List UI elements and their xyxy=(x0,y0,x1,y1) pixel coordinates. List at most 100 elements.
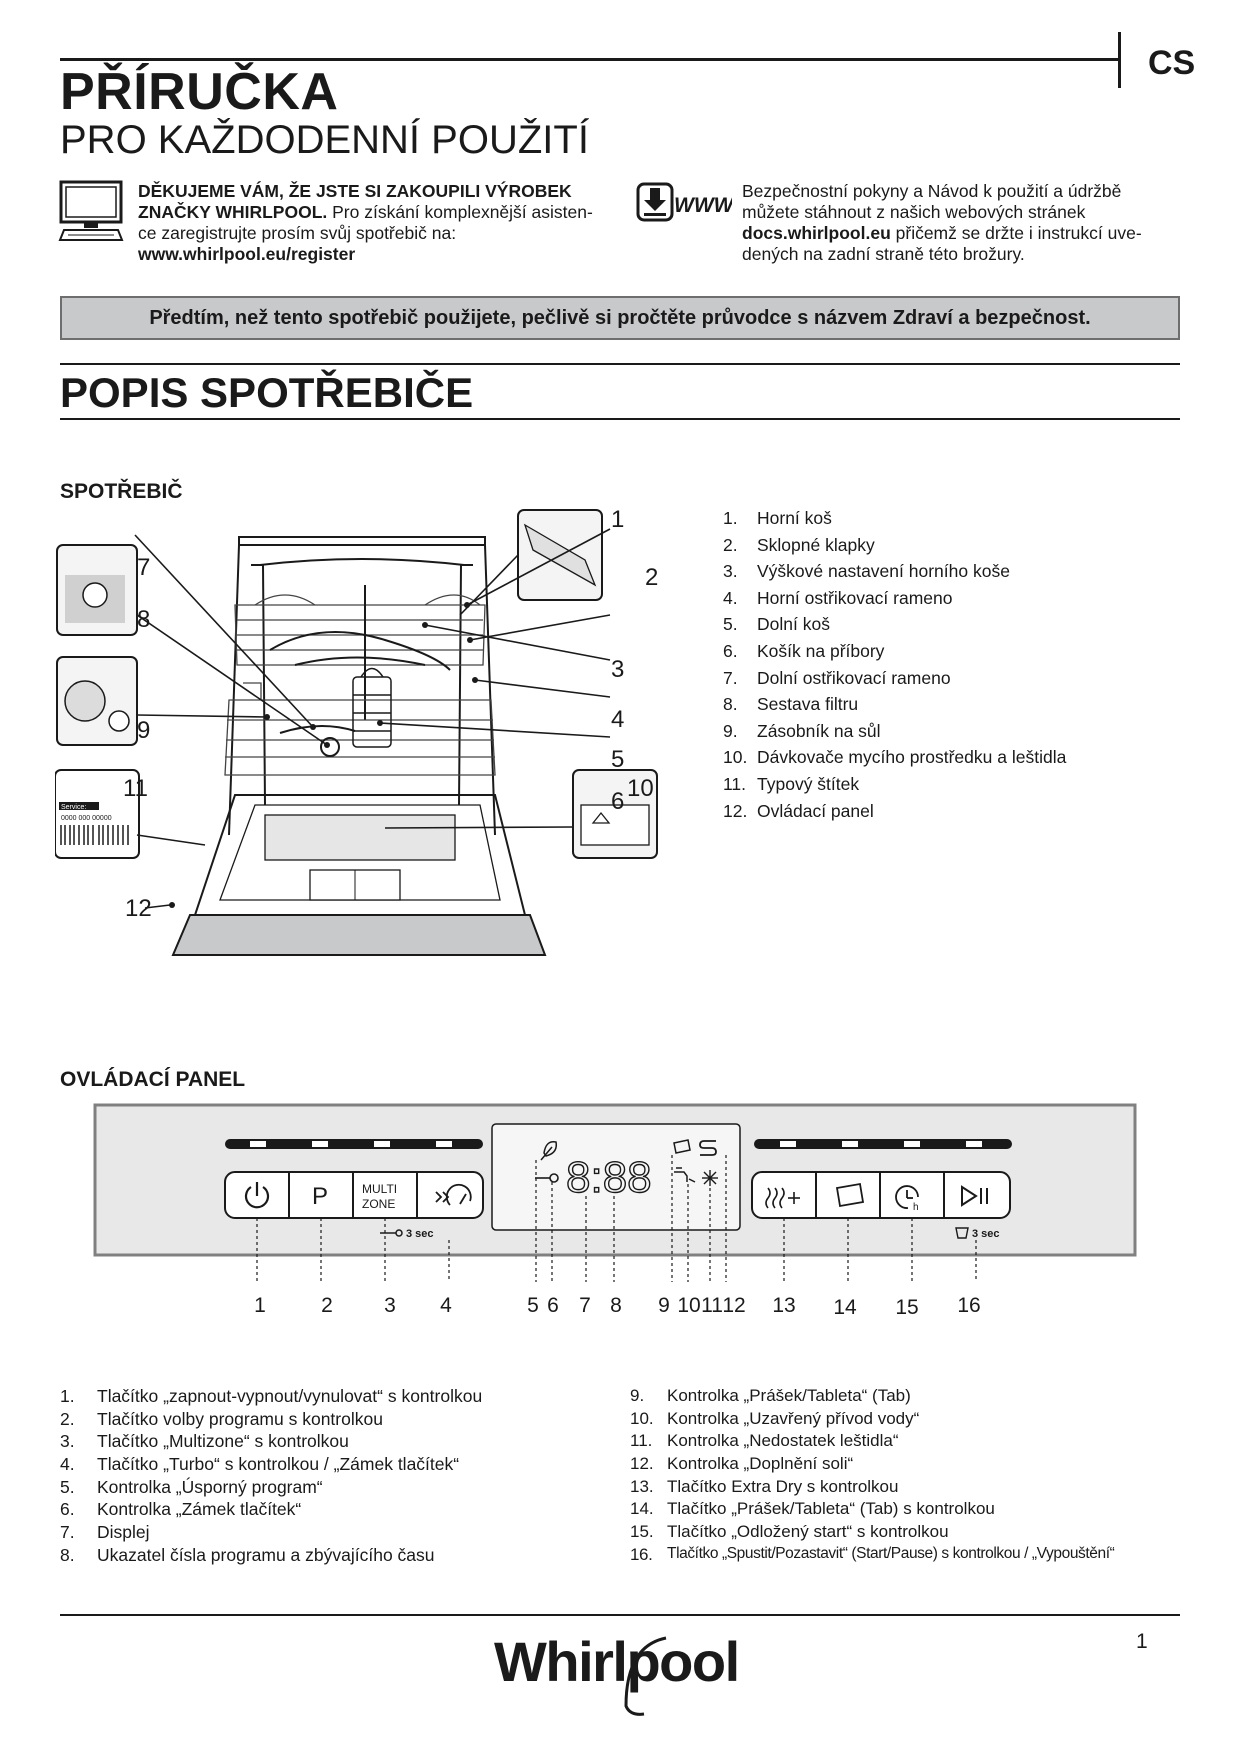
callout-2: 2 xyxy=(645,564,658,591)
multizone-label-2: ZONE xyxy=(362,1197,395,1211)
list-item: 13.Tlačítko Extra Dry s kontrolkou xyxy=(630,1476,899,1496)
zoom-salt xyxy=(56,656,138,746)
right-led-bar xyxy=(754,1139,1012,1149)
page-subtitle: PRO KAŽDODENNÍ POUŽITÍ xyxy=(60,118,589,162)
panel-callout-4: 4 xyxy=(440,1294,452,1317)
safety-banner: Předtím, než tento spotřebič použijete, … xyxy=(60,296,1180,340)
list-item: 9.Kontrolka „Prášek/Tableta“ (Tab) xyxy=(630,1386,911,1405)
language-code: CS xyxy=(1148,44,1196,82)
list-item: 6.Košík na příbory xyxy=(723,640,885,661)
callout-4: 4 xyxy=(611,706,624,733)
download-line3: přičemž se držte i instrukcí uve- xyxy=(890,223,1142,243)
intro-register: DĚKUJEME VÁM, ŽE JSTE SI ZAKOUPILI VÝROB… xyxy=(138,181,608,265)
header-top-rule xyxy=(60,58,1120,61)
callout-9: 9 xyxy=(137,717,150,744)
intro-download: Bezpečnostní pokyny a Návod k použití a … xyxy=(742,181,1182,265)
panel-callout-8: 8 xyxy=(610,1294,622,1317)
list-item: 12.Ovládací panel xyxy=(723,800,874,821)
turbo-button[interactable] xyxy=(419,1174,481,1216)
panel-callout-7: 7 xyxy=(579,1294,591,1317)
panel-legend-right: 9.Kontrolka „Prášek/Tableta“ (Tab) 10.Ko… xyxy=(630,1386,1190,1568)
appliance-heading: SPOTŘEBIČ xyxy=(60,480,183,503)
panel-leader-lines xyxy=(256,1155,977,1282)
list-item: 9.Zásobník na sůl xyxy=(723,720,881,741)
open-door xyxy=(171,794,547,956)
callout-11: 11 xyxy=(123,775,148,802)
display-digits: 8:88 xyxy=(566,1153,652,1202)
drain-hint: 3 sec xyxy=(955,1227,1000,1240)
extra-dry-button[interactable] xyxy=(754,1174,814,1216)
docs-link[interactable]: docs.whirlpool.eu xyxy=(742,223,891,243)
power-icon xyxy=(244,1182,270,1209)
panel-callout-6: 6 xyxy=(547,1294,559,1317)
list-item: 14.Tlačítko „Prášek/Tableta“ (Tab) s kon… xyxy=(630,1499,995,1519)
callout-5: 5 xyxy=(611,746,624,773)
list-item: 3.Tlačítko „Multizone“ s kontrolkou xyxy=(60,1431,349,1452)
panel-callout-14: 14 xyxy=(833,1296,857,1319)
list-item: 7.Dolní ostřikovací rameno xyxy=(723,667,951,688)
list-item: 8.Sestava filtru xyxy=(723,694,859,715)
rinse-aid-icon xyxy=(702,1170,718,1186)
panel-heading: OVLÁDACÍ PANEL xyxy=(60,1068,246,1091)
cutlery-basket xyxy=(352,667,392,748)
footer-rule xyxy=(60,1614,1180,1616)
tab-button-icon xyxy=(835,1182,865,1208)
delay-start-button[interactable]: h xyxy=(882,1174,942,1216)
program-button[interactable]: P xyxy=(291,1174,351,1216)
panel-callout-12: 12 xyxy=(722,1294,745,1317)
key-lock-icon xyxy=(535,1173,559,1183)
list-item: 16.Tlačítko „Spustit/Pozastavit“ (Start/… xyxy=(630,1544,1115,1564)
callout-7: 7 xyxy=(137,554,150,581)
intro-brand: ZNAČKY WHIRLPOOL. xyxy=(138,202,328,222)
tab-button[interactable] xyxy=(818,1174,878,1216)
panel-legend-left: 1.Tlačítko „zapnout-vypnout/vynulovat“ s… xyxy=(60,1386,620,1568)
leader-dots xyxy=(169,602,478,908)
multizone-button[interactable]: MULTI ZONE xyxy=(355,1174,415,1216)
turbo-icon xyxy=(435,1183,472,1206)
program-label: P xyxy=(312,1183,328,1210)
list-item: 15.Tlačítko „Odložený start“ s kontrolko… xyxy=(630,1522,949,1542)
panel-callout-13: 13 xyxy=(772,1294,795,1317)
panel-callout-10: 10 xyxy=(677,1294,700,1317)
lower-basket xyxy=(224,682,496,776)
list-item: 10.Dávkovače mycího prostředku a leštidl… xyxy=(723,747,1067,768)
salt-icon xyxy=(699,1140,717,1156)
multizone-label-1: MULTI xyxy=(362,1182,397,1196)
lock-hint-text: 3 sec xyxy=(406,1228,434,1240)
panel-callout-16: 16 xyxy=(957,1294,980,1317)
list-item: 3.Výškové nastavení horního koše xyxy=(723,561,1010,582)
logo-swoosh xyxy=(624,1636,667,1716)
download-line4: dených na zadní straně této brožury. xyxy=(742,244,1025,264)
appliance-callouts: 1 2 3 4 5 6 7 8 9 10 11 12 xyxy=(123,506,658,922)
left-led-bar xyxy=(225,1139,483,1149)
zoom-rating-label: Service: 0000 000 00000 xyxy=(55,769,140,859)
start-pause-button[interactable] xyxy=(946,1174,1008,1216)
list-item: 1.Horní koš xyxy=(723,508,832,528)
panel-callout-15: 15 xyxy=(895,1296,918,1319)
callout-6: 6 xyxy=(611,788,624,815)
callout-3: 3 xyxy=(611,656,624,683)
register-link[interactable]: www.whirlpool.eu/register xyxy=(138,244,356,264)
panel-callout-2: 2 xyxy=(321,1294,333,1317)
panel-callout-11: 11 xyxy=(701,1294,723,1317)
computer-icon xyxy=(58,180,124,241)
list-item: 6.Kontrolka „Zámek tlačítek“ xyxy=(60,1499,302,1520)
panel-callout-9: 9 xyxy=(658,1294,670,1317)
service-label: Service: xyxy=(61,804,86,811)
list-item: 8.Ukazatel čísla programu a zbývajícího … xyxy=(60,1544,435,1565)
zoom-dispenser xyxy=(572,769,658,859)
panel-callout-3: 3 xyxy=(384,1294,396,1317)
list-item: 4.Tlačítko „Turbo“ s kontrolkou / „Zámek… xyxy=(60,1454,460,1475)
list-item: 10.Kontrolka „Uzavřený přívod vody“ xyxy=(630,1408,920,1428)
power-button[interactable] xyxy=(227,1174,287,1216)
download-line2: můžete stáhnout z našich webových stráne… xyxy=(742,202,1086,222)
list-item: 11.Typový štítek xyxy=(723,773,860,794)
list-item: 5.Dolní koš xyxy=(723,614,830,635)
parts-list: 1.Horní koš 2.Sklopné klapky 3.Výškové n… xyxy=(723,508,1143,827)
key-lock-hint: 3 sec xyxy=(380,1228,434,1240)
water-tap-icon xyxy=(674,1167,696,1183)
list-item: 11.Kontrolka „Nedostatek leštidla“ xyxy=(630,1431,899,1451)
section-title: POPIS SPOTŘEBIČE xyxy=(60,369,474,416)
list-item: 2.Sklopné klapky xyxy=(723,534,875,555)
zoom-filter xyxy=(56,544,138,636)
